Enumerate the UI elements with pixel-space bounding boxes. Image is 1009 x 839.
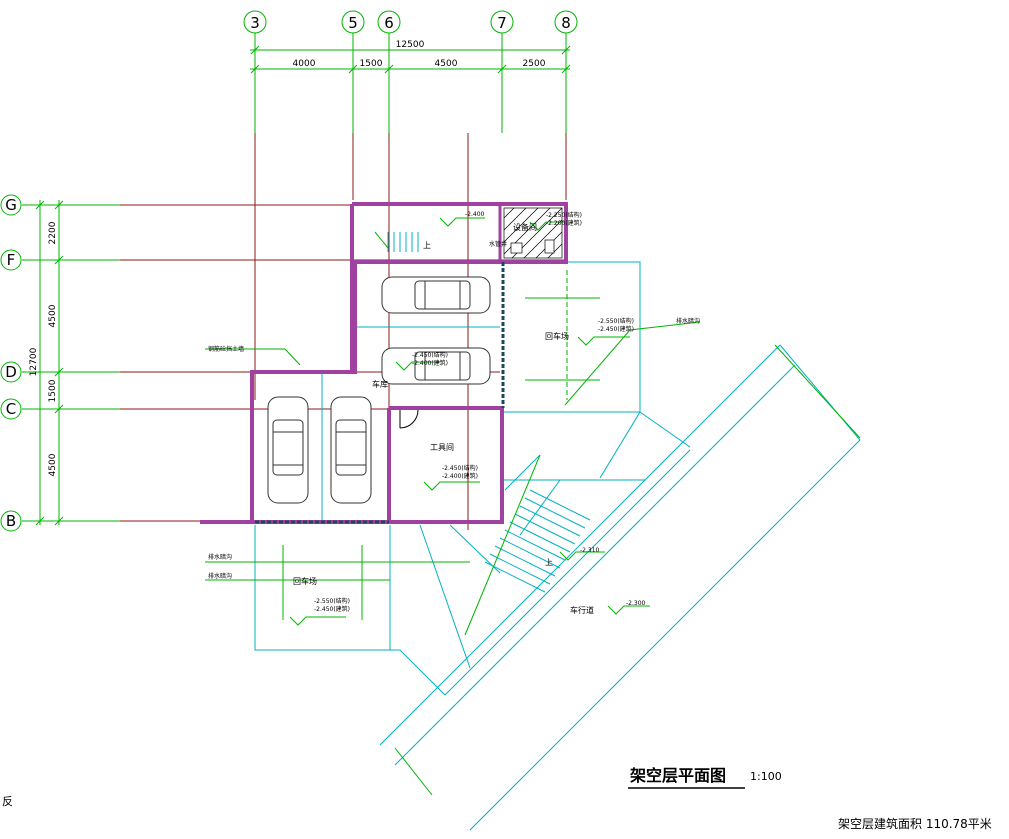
dim-top-total: 12500 (396, 40, 425, 50)
car-left-1 (267, 396, 309, 504)
parking-bottom-level-1: -2.550(结构) (314, 597, 350, 605)
shaft-label: 水管井 (489, 240, 507, 248)
level-markers (205, 217, 861, 796)
car-top-1 (381, 276, 491, 314)
drain-left-label-2: 排水暗沟 (208, 572, 232, 580)
ramp-level-label: -2.310 (580, 547, 600, 554)
car-top-2 (381, 347, 491, 385)
retaining-wall-label: 钢筋砼挡土墙 (208, 345, 244, 353)
axis-label-G: G (5, 196, 17, 214)
exterior-ramp-stair (464, 454, 591, 636)
drawing-title: 架空层平面图 (629, 766, 726, 785)
car-left-2 (330, 396, 372, 504)
axis-bubble-C: C (0, 398, 120, 420)
axis-label-F: F (7, 251, 16, 269)
axis-label-D: D (5, 363, 17, 381)
parking-right-level-2: -2.450(建筑) (598, 325, 634, 333)
driveway-label: 车行道 (570, 605, 594, 615)
dim-left-seg-2: 4500 (48, 304, 58, 327)
tool-room-door (399, 409, 419, 429)
axis-bubble-D: D (0, 361, 120, 383)
equipment-room-label: 设备间 (513, 222, 537, 232)
axis-label-B: B (6, 512, 16, 530)
equipment-level-2: -2.200(建筑) (546, 219, 582, 227)
axis-bubble-B: B (0, 510, 120, 532)
axis-bubble-6: 6 (377, 10, 401, 133)
axis-label-6: 6 (384, 14, 394, 32)
dim-top-seg-1: 4000 (293, 59, 316, 69)
dim-left-seg-4: 4500 (48, 453, 58, 476)
drain-left-label-1: 排水暗沟 (208, 553, 232, 561)
axis-bubble-3: 3 (243, 10, 267, 133)
dim-top-seg-2: 1500 (360, 59, 383, 69)
drawing-scale: 1:100 (750, 770, 782, 783)
dimension-top (250, 45, 571, 74)
ramp-up-label: 上 (545, 558, 553, 567)
tool-room-level-1: -2.450(结构) (442, 464, 478, 472)
axis-label-3: 3 (250, 14, 260, 32)
interior-stair (374, 231, 419, 252)
tool-room-label: 工具间 (430, 443, 454, 452)
dim-left-seg-3: 1500 (48, 379, 58, 402)
parking-right-level-1: -2.550(结构) (598, 317, 634, 325)
axis-bubble-7: 7 (490, 10, 514, 133)
parking-right-label: 回车场 (545, 331, 569, 341)
axis-label-7: 7 (497, 14, 507, 32)
stair-up-label: 上 (423, 241, 431, 250)
axis-label-C: C (6, 400, 16, 418)
tool-room-level-2: -2.400(建筑) (442, 472, 478, 480)
parking-bottom-level-2: -2.450(建筑) (314, 605, 350, 613)
axis-bubble-8: 8 (554, 10, 578, 133)
dim-left-seg-1: 2200 (48, 221, 58, 244)
garage-level-1: -2.450(结构) (412, 351, 448, 359)
dim-top-seg-4: 2500 (523, 59, 546, 69)
drain-channel (255, 262, 505, 524)
equipment-room-hatch (503, 207, 563, 259)
dim-left-total: 12700 (29, 347, 39, 376)
dimension-left (35, 200, 64, 526)
garage-level-2: -2.400(建筑) (412, 359, 448, 367)
area-note: 架空层建筑面积 110.78平米 (838, 816, 992, 831)
parking-bottom-label: 回车场 (293, 576, 317, 586)
edge-character: 反 (2, 795, 13, 808)
axis-bubble-F: F (0, 249, 120, 271)
axis-bubble-5: 5 (341, 10, 365, 133)
driveway-level-label: -2.300 (626, 600, 646, 607)
drain-right-label: 排水暗沟 (676, 317, 700, 325)
stair-level-label: -2.400 (465, 211, 485, 218)
garage-label: 车库 (372, 379, 388, 389)
site-outline (254, 261, 861, 831)
axis-bubble-G: G (0, 194, 120, 216)
axis-label-5: 5 (348, 14, 358, 32)
equipment-level-1: -2.250(结构) (546, 211, 582, 219)
axis-label-8: 8 (561, 14, 571, 32)
dim-top-seg-3: 4500 (435, 59, 458, 69)
